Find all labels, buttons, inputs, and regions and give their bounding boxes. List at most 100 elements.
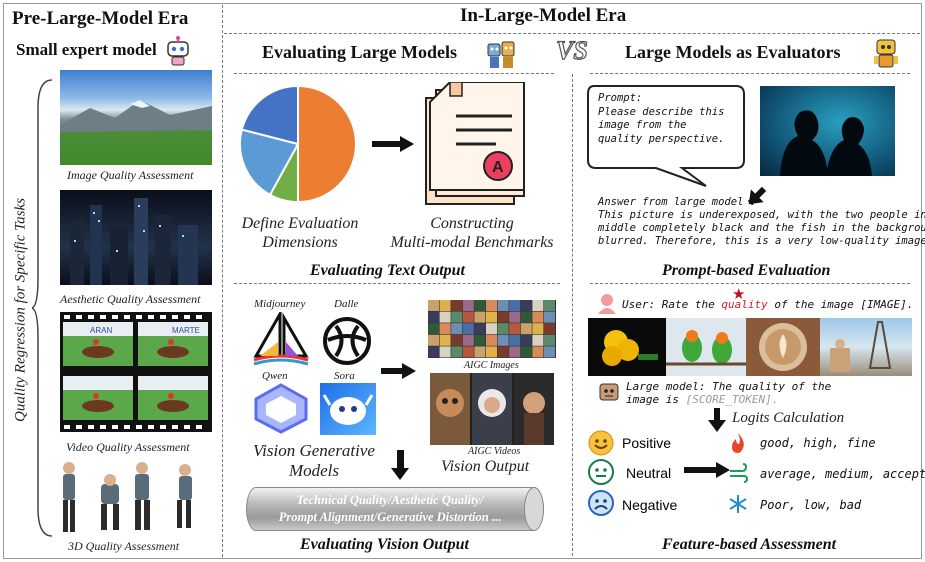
model-line1: Large model: The quality of the — [626, 380, 832, 393]
mosaic-tile — [474, 311, 486, 323]
user-avatar-icon — [598, 294, 616, 314]
birds-photo — [666, 318, 746, 376]
mosaic-tile — [474, 323, 486, 335]
mosaic-tile — [428, 346, 439, 358]
mosaic-tile — [544, 323, 555, 335]
positive-words: good, high, fine — [760, 436, 876, 450]
robot-icon — [167, 36, 189, 66]
text-output-title: Evaluating Text Output — [310, 262, 465, 279]
mosaic-tile — [532, 323, 544, 335]
star-icon: ★ — [732, 285, 746, 303]
mosaic-tile — [439, 334, 451, 346]
mosaic-tile — [497, 323, 509, 335]
model-line2: image is — [626, 393, 686, 406]
arrow-to-logits — [714, 408, 720, 422]
label-sora: Sora — [334, 370, 355, 382]
user-quality-word: quality — [721, 298, 768, 311]
mosaic-tile — [451, 311, 463, 323]
mosaic-tile — [451, 300, 463, 311]
3d-figures — [63, 462, 192, 532]
pie-slice — [239, 128, 300, 197]
mosaic-tile — [509, 334, 521, 346]
prompt-text: Prompt: Please describe this image from … — [598, 92, 724, 146]
eval-title-divider — [234, 73, 554, 74]
mosaic-tile — [462, 300, 474, 311]
quality-dims-cylinder: Technical Quality/Aesthetic Quality/ Pro… — [246, 487, 544, 531]
benchmarks-line2: Multi-modal Benchmarks — [390, 234, 554, 251]
aigc-images-mosaic — [428, 300, 556, 358]
model-avatar-icon — [599, 383, 619, 401]
left-divider — [222, 5, 223, 557]
vision-eval-title: Evaluating Vision Output — [300, 536, 469, 553]
vs-label: VS — [555, 35, 588, 65]
sora-icon — [320, 383, 376, 435]
arrow-to-words — [684, 467, 718, 473]
snowflake-icon — [729, 495, 747, 513]
dims-line2: Prompt Alignment/Generative Distortion .… — [278, 510, 502, 524]
evaluators-title: Large Models as Evaluators — [625, 42, 841, 62]
midjourney-icon — [253, 312, 309, 366]
svg-text:A: A — [492, 159, 504, 176]
negative-label: Negative — [622, 497, 678, 513]
left-subtitle: Small expert model — [16, 40, 157, 59]
neutral-label: Neutral — [626, 465, 672, 481]
outer-frame — [3, 3, 922, 559]
mosaic-tile — [439, 346, 451, 358]
mosaic-tile — [462, 311, 474, 323]
answer-line3: middle completely black and the fish in … — [598, 222, 925, 234]
caption-iqa: Image Quality Assessment — [67, 168, 194, 182]
arrow-to-dims — [397, 450, 404, 470]
middle-divider — [572, 74, 573, 556]
arrow-head-logits — [708, 420, 726, 432]
mosaic-tile — [532, 334, 544, 346]
negative-emoji-icon — [588, 490, 614, 516]
arrow-head-dims — [391, 468, 409, 480]
prompt-bubble — [587, 85, 745, 187]
answer-text: Answer from large model : This picture i… — [598, 196, 925, 248]
mosaic-tile — [544, 300, 555, 311]
define-dims-line1: Define Evaluation — [241, 215, 359, 232]
mosaic-tile — [509, 323, 521, 335]
mosaic-tile — [520, 323, 532, 335]
aigc-videos-label: AIGC Videos — [468, 446, 521, 457]
user-pre: User: Rate the — [622, 298, 722, 311]
video-filmstrip: ARAN MARTE — [60, 312, 212, 432]
caption-vqa: Video Quality Assessment — [66, 440, 190, 454]
mosaic-tile — [486, 311, 497, 323]
pie-slice — [297, 84, 357, 204]
label-qwen: Qwen — [262, 370, 288, 382]
arrow-head-outputs — [402, 363, 416, 379]
mosaic-tile — [520, 300, 532, 311]
mosaic-tile — [486, 346, 497, 358]
mosaic-tile — [497, 311, 509, 323]
wind-icon — [730, 463, 748, 483]
positive-label: Positive — [622, 435, 672, 451]
aigc-videos-thumbs — [430, 373, 554, 445]
gen-models-label: Vision Generative Models — [240, 441, 388, 481]
mosaic-tile — [520, 334, 532, 346]
prompt-line4: quality perspective. — [598, 132, 725, 145]
prompt-eval-title: Prompt-based Evaluation — [662, 262, 831, 279]
city-photo — [60, 190, 212, 285]
neutral-emoji-icon — [588, 459, 614, 485]
mosaic-tile — [474, 334, 486, 346]
mosaic-tile — [474, 300, 486, 311]
left-title: Pre-Large-Model Era — [12, 8, 189, 29]
mosaic-tile — [462, 323, 474, 335]
user-prompt: User: Rate the quality of the image [IMA… — [622, 298, 913, 311]
answer-line1: Answer from large model : — [598, 196, 757, 208]
text-output-divider — [234, 283, 560, 284]
landscape-photo — [60, 70, 212, 165]
robot-evaluator-icon — [874, 39, 898, 68]
dalle-icon — [323, 317, 371, 365]
side-label: Quality Regression for Specific Tasks — [12, 198, 29, 422]
caption-aesthetic: Aesthetic Quality Assessment — [60, 292, 201, 306]
pie-slice — [240, 84, 299, 146]
mosaic-tile — [532, 311, 544, 323]
user-post: of the image [IMAGE]. — [767, 298, 914, 311]
define-dims-label: Define Evaluation Dimensions — [240, 214, 360, 252]
mosaic-tile — [462, 346, 474, 358]
arrow-to-benchmark — [372, 141, 402, 147]
evaluators-title-divider — [590, 73, 910, 74]
prompt-line3: image from the — [598, 119, 687, 131]
